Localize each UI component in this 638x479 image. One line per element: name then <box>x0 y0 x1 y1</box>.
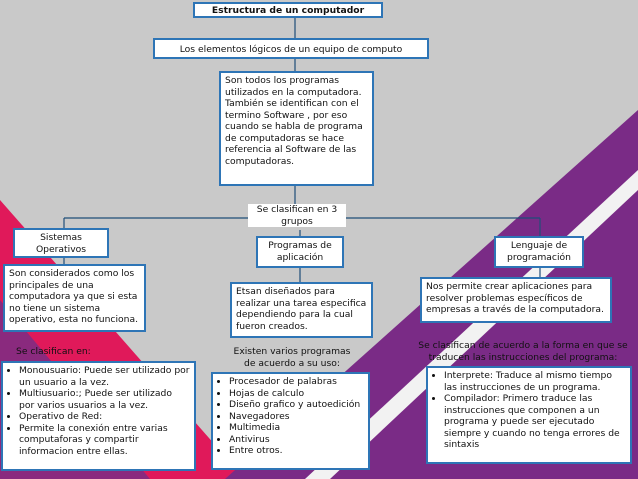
list-item: Compilador: Primero traduce las instrucc… <box>444 393 626 451</box>
aplicacion-definition: Etsan diseñados para realizar una tarea … <box>236 286 367 332</box>
sistemas-title-box: Sistemas Operativos <box>13 228 109 258</box>
classify-label-text: Se clasifican en 3 grupos <box>256 204 338 227</box>
classify-label: Se clasifican en 3 grupos <box>248 204 346 227</box>
list-item: Multimedia <box>229 422 364 434</box>
aplicacion-list-box: Procesador de palabras Hojas de calculo … <box>211 372 370 470</box>
list-item: Navegadores <box>229 411 364 423</box>
aplicacion-title-box: Programas de aplicación <box>256 236 344 268</box>
list-item: Entre otros. <box>229 445 364 457</box>
title-text: Estructura de un computador <box>211 5 365 16</box>
lenguaje-definition-box: Nos permite crear aplicaciones para reso… <box>420 277 612 323</box>
sistemas-classify-text: Se clasifican en: <box>16 346 91 357</box>
list-item: Operativo de Red: <box>19 411 190 423</box>
list-item: Monousuario: Puede ser utilizado por un … <box>19 365 190 388</box>
lenguaje-classify-label: Se clasifican de acuerdo a la forma en q… <box>412 340 634 363</box>
sistemas-list: Monousuario: Puede ser utilizado por un … <box>7 365 190 457</box>
aplicacion-classify-text: Existen varios programas de acuerdo a su… <box>233 346 351 369</box>
list-item: Interprete: Traduce al mismo tiempo las … <box>444 370 626 393</box>
sistemas-definition-box: Son considerados como los principales de… <box>3 264 146 332</box>
lenguaje-definition: Nos permite crear aplicaciones para reso… <box>426 281 604 315</box>
aplicacion-definition-box: Etsan diseñados para realizar una tarea … <box>230 282 373 338</box>
lenguaje-classify-text: Se clasifican de acuerdo a la forma en q… <box>418 340 628 363</box>
list-item: Procesador de palabras <box>229 376 364 388</box>
aplicacion-title: Programas de aplicación <box>268 240 332 263</box>
subtitle-text: Los elementos lógicos de un equipo de co… <box>179 44 403 55</box>
subtitle-box: Los elementos lógicos de un equipo de co… <box>153 38 429 59</box>
list-item: Diseño grafico y autoedición <box>229 399 364 411</box>
list-item: Multiusuario:; Puede ser utilizado por v… <box>19 388 190 411</box>
aplicacion-list: Procesador de palabras Hojas de calculo … <box>217 376 364 457</box>
lenguaje-list-box: Interprete: Traduce al mismo tiempo las … <box>426 366 632 464</box>
sistemas-title: Sistemas Operativos <box>35 232 87 255</box>
title-box: Estructura de un computador <box>193 2 383 18</box>
list-item: Hojas de calculo <box>229 388 364 400</box>
list-item: Antivirus <box>229 434 364 446</box>
description-box: Son todos los programas utilizados en la… <box>219 71 374 186</box>
sistemas-classify-label: Se clasifican en: <box>16 346 116 358</box>
list-item: Permite la conexión entre varias computa… <box>19 423 190 458</box>
aplicacion-classify-label: Existen varios programas de acuerdo a su… <box>228 346 356 369</box>
sistemas-list-box: Monousuario: Puede ser utilizado por un … <box>1 361 196 471</box>
lenguaje-title-box: Lenguaje de programación <box>494 236 584 268</box>
description-text: Son todos los programas utilizados en la… <box>225 75 363 167</box>
lenguaje-title: Lenguaje de programación <box>507 240 571 263</box>
lenguaje-list: Interprete: Traduce al mismo tiempo las … <box>432 370 626 451</box>
sistemas-definition: Son considerados como los principales de… <box>9 268 139 325</box>
